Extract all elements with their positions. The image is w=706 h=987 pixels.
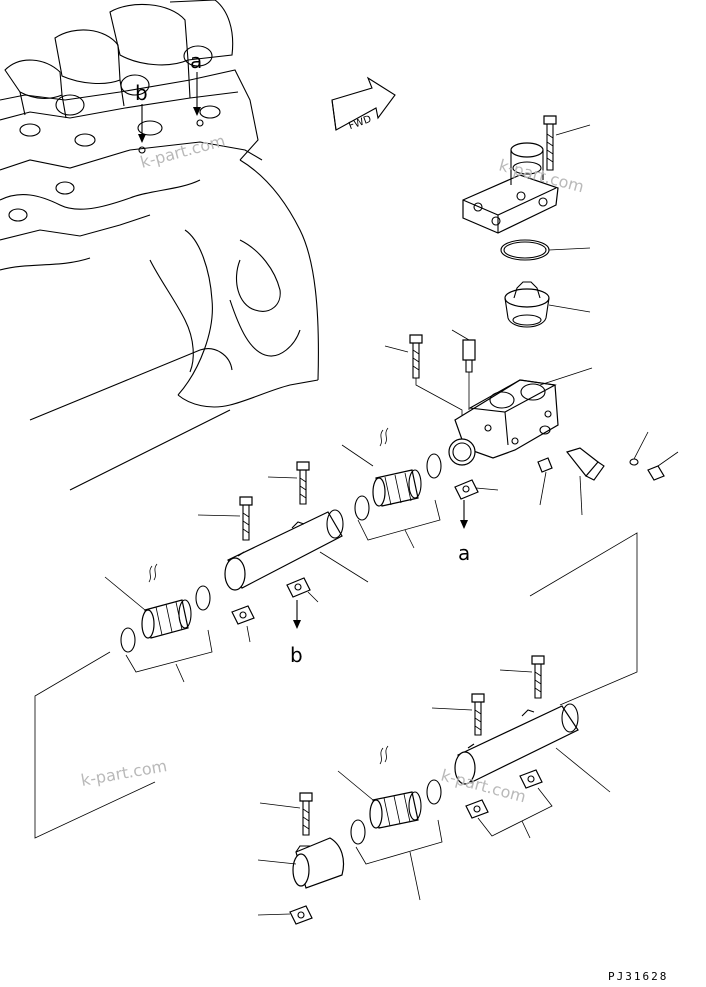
- thermostat-cover-group: [462, 115, 591, 328]
- engine-block: [0, 0, 319, 491]
- watermark-bottom-left: k-part.com: [79, 756, 168, 790]
- drawing-code: PJ31628: [608, 970, 668, 983]
- mark-b-block: b: [135, 81, 148, 105]
- fwd-direction-arrow: FWD: [331, 76, 396, 132]
- mark-b-pipe: b: [290, 643, 303, 667]
- thermostat-housing-group: [384, 329, 679, 516]
- mark-a-pipe: a: [458, 541, 470, 565]
- fwd-label: FWD: [347, 114, 373, 132]
- lower-pipe-group: [257, 655, 611, 925]
- mark-a-block: a: [190, 49, 202, 73]
- block-port-markers: b a: [135, 49, 202, 143]
- watermark-top: k-part.com: [138, 131, 227, 172]
- upper-pipe-group: a b: [34, 427, 638, 839]
